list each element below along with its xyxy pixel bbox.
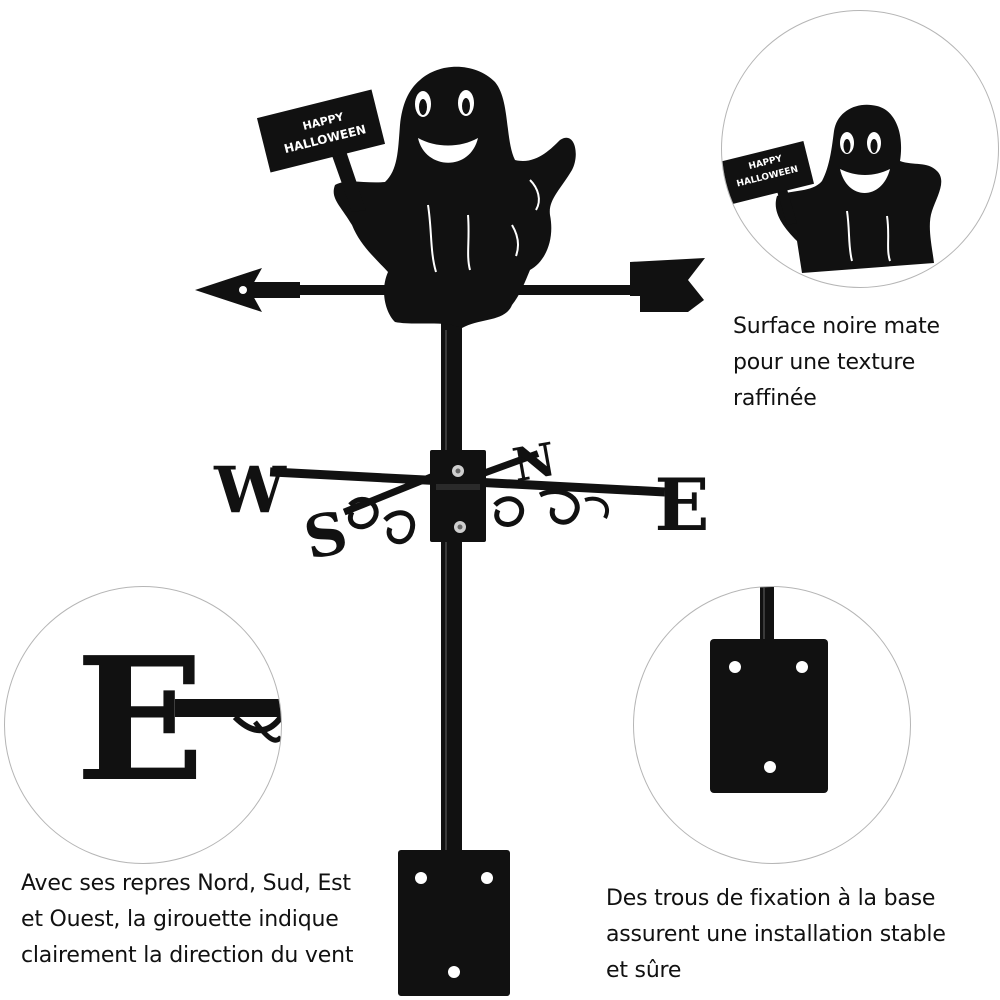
base-plate — [398, 850, 510, 996]
caption-line: Surface noire mate — [733, 314, 940, 339]
caption-directions: Avec ses repres Nord, Sud, Est et Ouest,… — [21, 866, 406, 974]
mounting-hole — [448, 966, 460, 978]
compass-letter-west: W — [213, 453, 287, 528]
caption-line: Avec ses repres Nord, Sud, Est — [21, 871, 351, 896]
caption-line: Des trous de fixation à la base — [606, 886, 936, 911]
pole — [441, 318, 462, 858]
zoom-letter-detail: E — [4, 586, 282, 864]
caption-line: et sûre — [606, 958, 682, 983]
caption-line: clairement la direction du vent — [21, 943, 354, 968]
caption-line: et Ouest, la girouette indique — [21, 907, 339, 932]
mounting-hole — [764, 761, 776, 773]
zoom-base-detail — [633, 586, 911, 864]
halloween-sign — [256, 89, 386, 173]
caption-texture: Surface noire mate pour une texture raff… — [733, 309, 993, 417]
mounting-hole — [481, 872, 493, 884]
arrow-head — [195, 268, 262, 312]
compass-arms — [269, 450, 666, 545]
ghost — [330, 66, 576, 329]
zoom-ghost-detail: HAPPY HALLOWEEN — [721, 10, 999, 288]
mounting-hole — [729, 661, 741, 673]
caption-line: pour une texture — [733, 350, 916, 375]
mounting-hole — [415, 872, 427, 884]
compass-letter-north: N — [509, 432, 560, 492]
zoom-compass-letter: E — [75, 620, 205, 820]
hub-bracket — [430, 450, 486, 542]
caption-line: raffinée — [733, 386, 817, 411]
mounting-hole — [796, 661, 808, 673]
caption-line: assurent une installation stable — [606, 922, 946, 947]
compass-letter-east: E — [655, 462, 710, 547]
arrow-tail — [630, 258, 705, 312]
caption-mounting: Des trous de fixation à la base assurent… — [606, 881, 996, 989]
